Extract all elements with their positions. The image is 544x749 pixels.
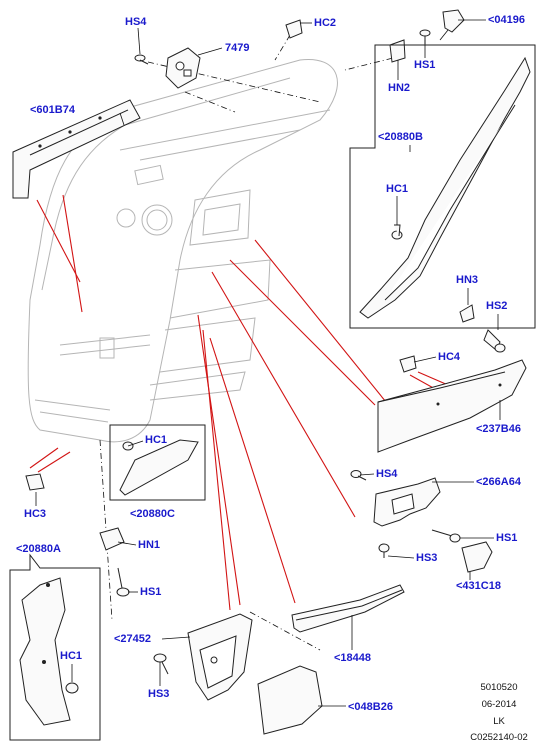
callout-hc1-b: HC1 bbox=[386, 183, 409, 195]
clip-hc4 bbox=[399, 355, 417, 373]
callout-20880a: <20880A bbox=[16, 543, 61, 555]
box-20880c bbox=[109, 424, 206, 501]
callout-601b74: <601B74 bbox=[30, 104, 75, 116]
callout-266a64: <266A64 bbox=[476, 476, 521, 488]
callout-20880b: <20880B bbox=[378, 131, 423, 143]
callout-hn1: HN1 bbox=[138, 539, 161, 551]
clip-hc3 bbox=[25, 473, 45, 491]
cable-04196 bbox=[439, 9, 465, 41]
screw-hs4-top bbox=[134, 54, 149, 65]
part-7479 bbox=[165, 47, 201, 89]
callout-hs1-top: HS1 bbox=[414, 59, 436, 71]
ref-date: 06-2014 bbox=[481, 699, 517, 710]
callout-04196: <04196 bbox=[488, 14, 526, 26]
ref-number: 5010520 bbox=[480, 682, 518, 693]
door-trim-panel-ghost bbox=[27, 58, 338, 443]
strip-18448 bbox=[291, 584, 405, 633]
screw-hs4-mid bbox=[350, 470, 367, 481]
ref-drawing-id: C0252140-02 bbox=[470, 732, 528, 743]
nut-hn2 bbox=[389, 39, 406, 63]
callout-hc2: HC2 bbox=[314, 17, 337, 29]
screw-hs3-low bbox=[153, 653, 169, 675]
red-leader-lines bbox=[29, 194, 449, 611]
callout-20880c: <20880C bbox=[130, 508, 175, 520]
callout-hs4-mid: HS4 bbox=[376, 468, 398, 480]
callout-hs3-mid: HS3 bbox=[416, 552, 438, 564]
callout-431c18: <431C18 bbox=[456, 580, 501, 592]
label-leaders bbox=[35, 19, 501, 707]
panel-237b46 bbox=[377, 359, 527, 453]
screw-hs1-right bbox=[431, 529, 461, 543]
screw-hs1-low bbox=[116, 567, 130, 597]
callout-18448: <18448 bbox=[334, 652, 372, 664]
callout-hs4-top: HS4 bbox=[125, 16, 147, 28]
callout-27452: <27452 bbox=[114, 633, 152, 645]
latch-27452 bbox=[187, 613, 253, 701]
pin-hs2 bbox=[483, 329, 506, 353]
callout-hs2: HS2 bbox=[486, 300, 508, 312]
callout-hs1-right: HS1 bbox=[496, 532, 518, 544]
screw-hs1-top bbox=[419, 29, 431, 44]
box-20880a bbox=[9, 553, 101, 741]
box-20880b bbox=[349, 44, 536, 329]
clip-hc2 bbox=[285, 19, 303, 39]
callout-hn2: HN2 bbox=[388, 82, 411, 94]
handle-266a64 bbox=[373, 477, 441, 527]
callout-hc1-c: HC1 bbox=[145, 434, 168, 446]
callout-237b46: <237B46 bbox=[476, 423, 521, 435]
trim-strip-601b74 bbox=[12, 99, 141, 199]
nut-hn1 bbox=[99, 527, 125, 551]
callout-hc1-a: HC1 bbox=[60, 650, 83, 662]
callout-hs1-low: HS1 bbox=[140, 586, 162, 598]
screw-hs3-mid bbox=[378, 543, 390, 558]
callout-hc3: HC3 bbox=[24, 508, 47, 520]
cover-048b26 bbox=[257, 665, 323, 735]
callout-hn3: HN3 bbox=[456, 274, 479, 286]
callout-hc4: HC4 bbox=[438, 351, 461, 363]
clip-hn3 bbox=[459, 304, 475, 323]
callout-7479: 7479 bbox=[225, 42, 250, 54]
cover-431c18 bbox=[461, 541, 493, 573]
callout-048b26: <048B26 bbox=[348, 701, 393, 713]
ref-code: LK bbox=[493, 716, 505, 727]
callout-hs3-low: HS3 bbox=[148, 688, 170, 700]
